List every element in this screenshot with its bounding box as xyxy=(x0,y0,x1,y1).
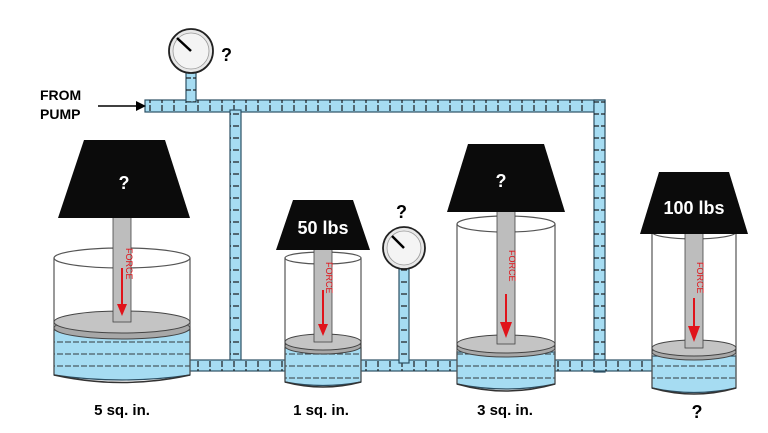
weight-block xyxy=(640,172,748,234)
weight-block xyxy=(58,140,190,218)
weight-block xyxy=(276,200,370,250)
inlet-label-line2: PUMP xyxy=(40,106,80,122)
top-gauge: ? xyxy=(168,28,232,74)
gauge-needle xyxy=(176,37,192,52)
cylinder-5-sq-in: FORCE ? 5 sq. in. xyxy=(53,140,191,419)
cylinder-1-sq-in: FORCE 50 lbs 1 sq. in. xyxy=(276,200,370,419)
force-label: FORCE xyxy=(507,250,517,282)
force-label: FORCE xyxy=(124,248,134,280)
weight-label: 50 lbs xyxy=(297,218,348,238)
weight-block xyxy=(447,144,565,212)
middle-gauge-label: ? xyxy=(396,202,407,222)
area-label: 1 sq. in. xyxy=(293,402,349,419)
inlet-label-line1: FROM xyxy=(40,87,81,103)
cylinder-3-sq-in: FORCE ? 3 sq. in. xyxy=(447,144,565,419)
middle-gauge: ? xyxy=(382,202,426,270)
area-label: 3 sq. in. xyxy=(477,402,533,419)
pipe-top-ticks xyxy=(145,100,605,112)
inlet-arrow xyxy=(98,101,146,111)
weight-label: ? xyxy=(119,173,130,193)
cylinder-100-lbs: FORCE 100 lbs ? xyxy=(640,172,748,422)
force-label: FORCE xyxy=(324,262,334,294)
top-gauge-label: ? xyxy=(221,45,232,65)
force-label: FORCE xyxy=(695,262,705,294)
weight-label: ? xyxy=(496,171,507,191)
gauge-needle xyxy=(391,235,405,249)
weight-label: 100 lbs xyxy=(663,198,724,218)
area-label: 5 sq. in. xyxy=(94,402,150,419)
area-label: ? xyxy=(692,402,703,422)
